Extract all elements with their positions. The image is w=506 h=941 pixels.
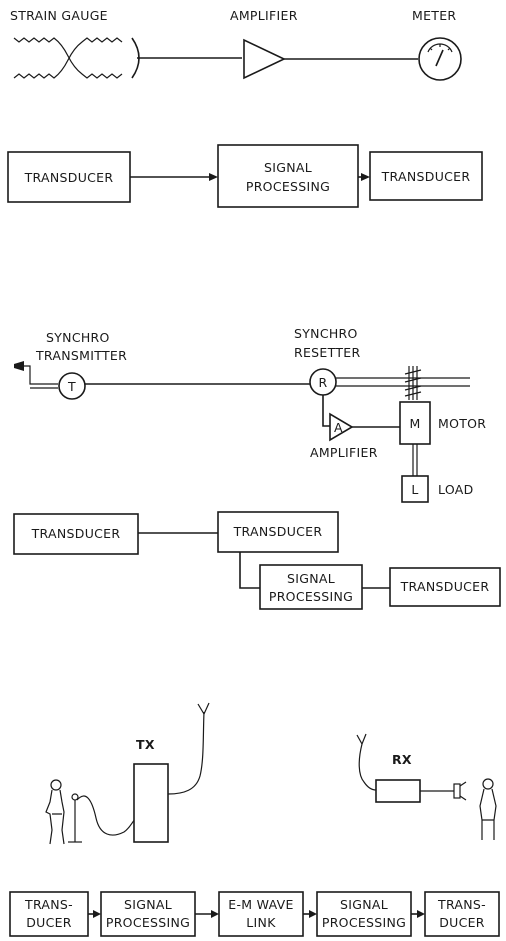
communication-chain: TRANS- DUCER SIGNAL PROCESSING E-M WAVE … [9, 891, 500, 937]
d6-trans-label-1b: DUCER [26, 915, 72, 930]
d6-transducer-box-1 [9, 891, 89, 937]
d6-processing-label-2: PROCESSING [322, 915, 406, 930]
d6-signal-label-2: SIGNAL [340, 897, 388, 912]
synchro-amplifier-label: AMPLIFIER [310, 445, 378, 460]
synchro-transmitter-label-2: TRANSMITTER [35, 348, 127, 363]
d6-link-label: LINK [246, 915, 276, 930]
d4-processing-label: PROCESSING [269, 589, 353, 604]
d4-transducer-box-2 [217, 511, 339, 553]
d6-trans-label-1a: TRANS- [24, 897, 73, 912]
headphone-icon [453, 781, 467, 801]
strain-gauge-label: STRAIN GAUGE [10, 8, 108, 23]
transmitter-t: T [67, 379, 76, 394]
motor-label: MOTOR [438, 416, 486, 431]
load-l: L [411, 482, 418, 497]
tx-antenna-icon [197, 702, 210, 716]
mic-cable [76, 795, 137, 836]
synchro-diagram: SYNCHRO TRANSMITTER SYNCHRO RESETTER T R… [14, 326, 486, 503]
d2-transducer-label-1: TRANSDUCER [24, 170, 114, 185]
d2-processing-label: PROCESSING [246, 179, 330, 194]
listener-person-icon [479, 778, 497, 840]
synchro-transmitter-label-1: SYNCHRO [46, 330, 110, 345]
d6-signal-label-1: SIGNAL [124, 897, 172, 912]
meter-icon [418, 37, 462, 81]
d6-trans-label-2b: DUCER [439, 915, 485, 930]
d2-transducer-label-2: TRANSDUCER [381, 169, 471, 184]
radio-link-illustration: TX RX [45, 702, 497, 845]
d4-signal-label: SIGNAL [287, 571, 335, 586]
synchro-resetter-label-2: RESETTER [294, 345, 360, 360]
amplifier-label: AMPLIFIER [230, 8, 298, 23]
transmitter-circle [58, 372, 86, 400]
motor-m: M [409, 416, 420, 431]
input-knob-icon [14, 361, 24, 371]
tx-antenna-lead [167, 711, 205, 795]
synchro-resetter-label-1: SYNCHRO [294, 326, 358, 341]
d2-signal-label: SIGNAL [264, 160, 312, 175]
transmitter-cabinet [133, 763, 169, 843]
strain-gauge-diagram: STRAIN GAUGE AMPLIFIER METER [10, 8, 462, 81]
d6-trans-label-2a: TRANS- [437, 897, 486, 912]
d2-signal-processing-box [217, 144, 359, 208]
microphone-icon [68, 793, 82, 843]
tx-label: TX [136, 737, 155, 752]
rx-label: RX [392, 752, 412, 767]
d2-transducer-box-1 [7, 151, 131, 203]
transducer-chain-1: TRANSDUCER SIGNAL PROCESSING TRANSDUCER [7, 144, 483, 208]
d6-signal-processing-box-2 [316, 891, 412, 937]
d6-em-wave-label: E-M WAVE [228, 897, 293, 912]
receiver-box [375, 779, 421, 803]
d6-processing-label-1: PROCESSING [106, 915, 190, 930]
d4-transducer-box-1 [13, 513, 139, 555]
meter-label: METER [412, 8, 456, 23]
d4-transducer-label-3: TRANSDUCER [400, 579, 490, 594]
load-label: LOAD [438, 482, 474, 497]
rx-antenna-lead [358, 743, 377, 791]
amplifier-a: A [334, 420, 343, 435]
output-shaft [336, 377, 470, 387]
load-box [401, 475, 429, 503]
transducer-chain-2: TRANSDUCER TRANSDUCER SIGNAL PROCESSING … [13, 511, 501, 610]
d2-transducer-box-2 [369, 151, 483, 201]
d4-transducer-box-3 [389, 567, 501, 607]
amplifier-triangle [243, 38, 286, 80]
d6-transducer-box-2 [424, 891, 500, 937]
rx-antenna-icon [356, 733, 367, 746]
synchro-amplifier-triangle [329, 412, 354, 442]
strain-gauge-icon [13, 37, 123, 79]
d4-transducer-label-1: TRANSDUCER [31, 526, 121, 541]
motor-box [399, 401, 431, 445]
resetter-r: R [319, 375, 328, 390]
d4-signal-processing-box [259, 564, 363, 610]
speaker-person-icon [45, 779, 65, 845]
d4-transducer-label-2: TRANSDUCER [233, 524, 323, 539]
